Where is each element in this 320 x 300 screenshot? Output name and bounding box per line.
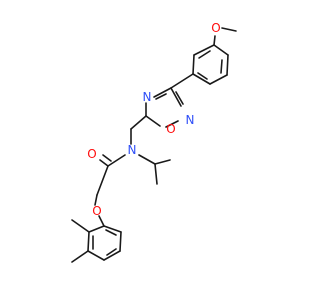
ether-linkage (94, 194, 105, 227)
oxadiazole-nitrogen-top-label: N (143, 90, 152, 104)
carbonyl-oxygen-label: O (87, 147, 96, 161)
methoxyphenyl-ring (192, 44, 229, 85)
molecule-canvas: O N N O N O O (71, 21, 237, 263)
amide-nitrogen-label: N (128, 143, 137, 157)
oxadiazole-ring (145, 87, 184, 128)
oxadiazole-nitrogen-right-label: N (186, 113, 195, 127)
isopropyl-group (138, 154, 171, 185)
oxadiazole-oxygen-label: O (166, 122, 175, 136)
methoxy-oxygen-label: O (211, 21, 220, 35)
amide-group (96, 154, 126, 196)
molecule-structure: O N N O N O O (71, 21, 237, 263)
methyl-groups (71, 219, 90, 263)
methylene-linker (130, 115, 147, 145)
ether-oxygen-label: O (92, 204, 101, 218)
dimethylphenyl-ring (87, 225, 122, 261)
methoxy-group (213, 27, 237, 46)
aryl-oxadiazole-bond (170, 73, 194, 89)
